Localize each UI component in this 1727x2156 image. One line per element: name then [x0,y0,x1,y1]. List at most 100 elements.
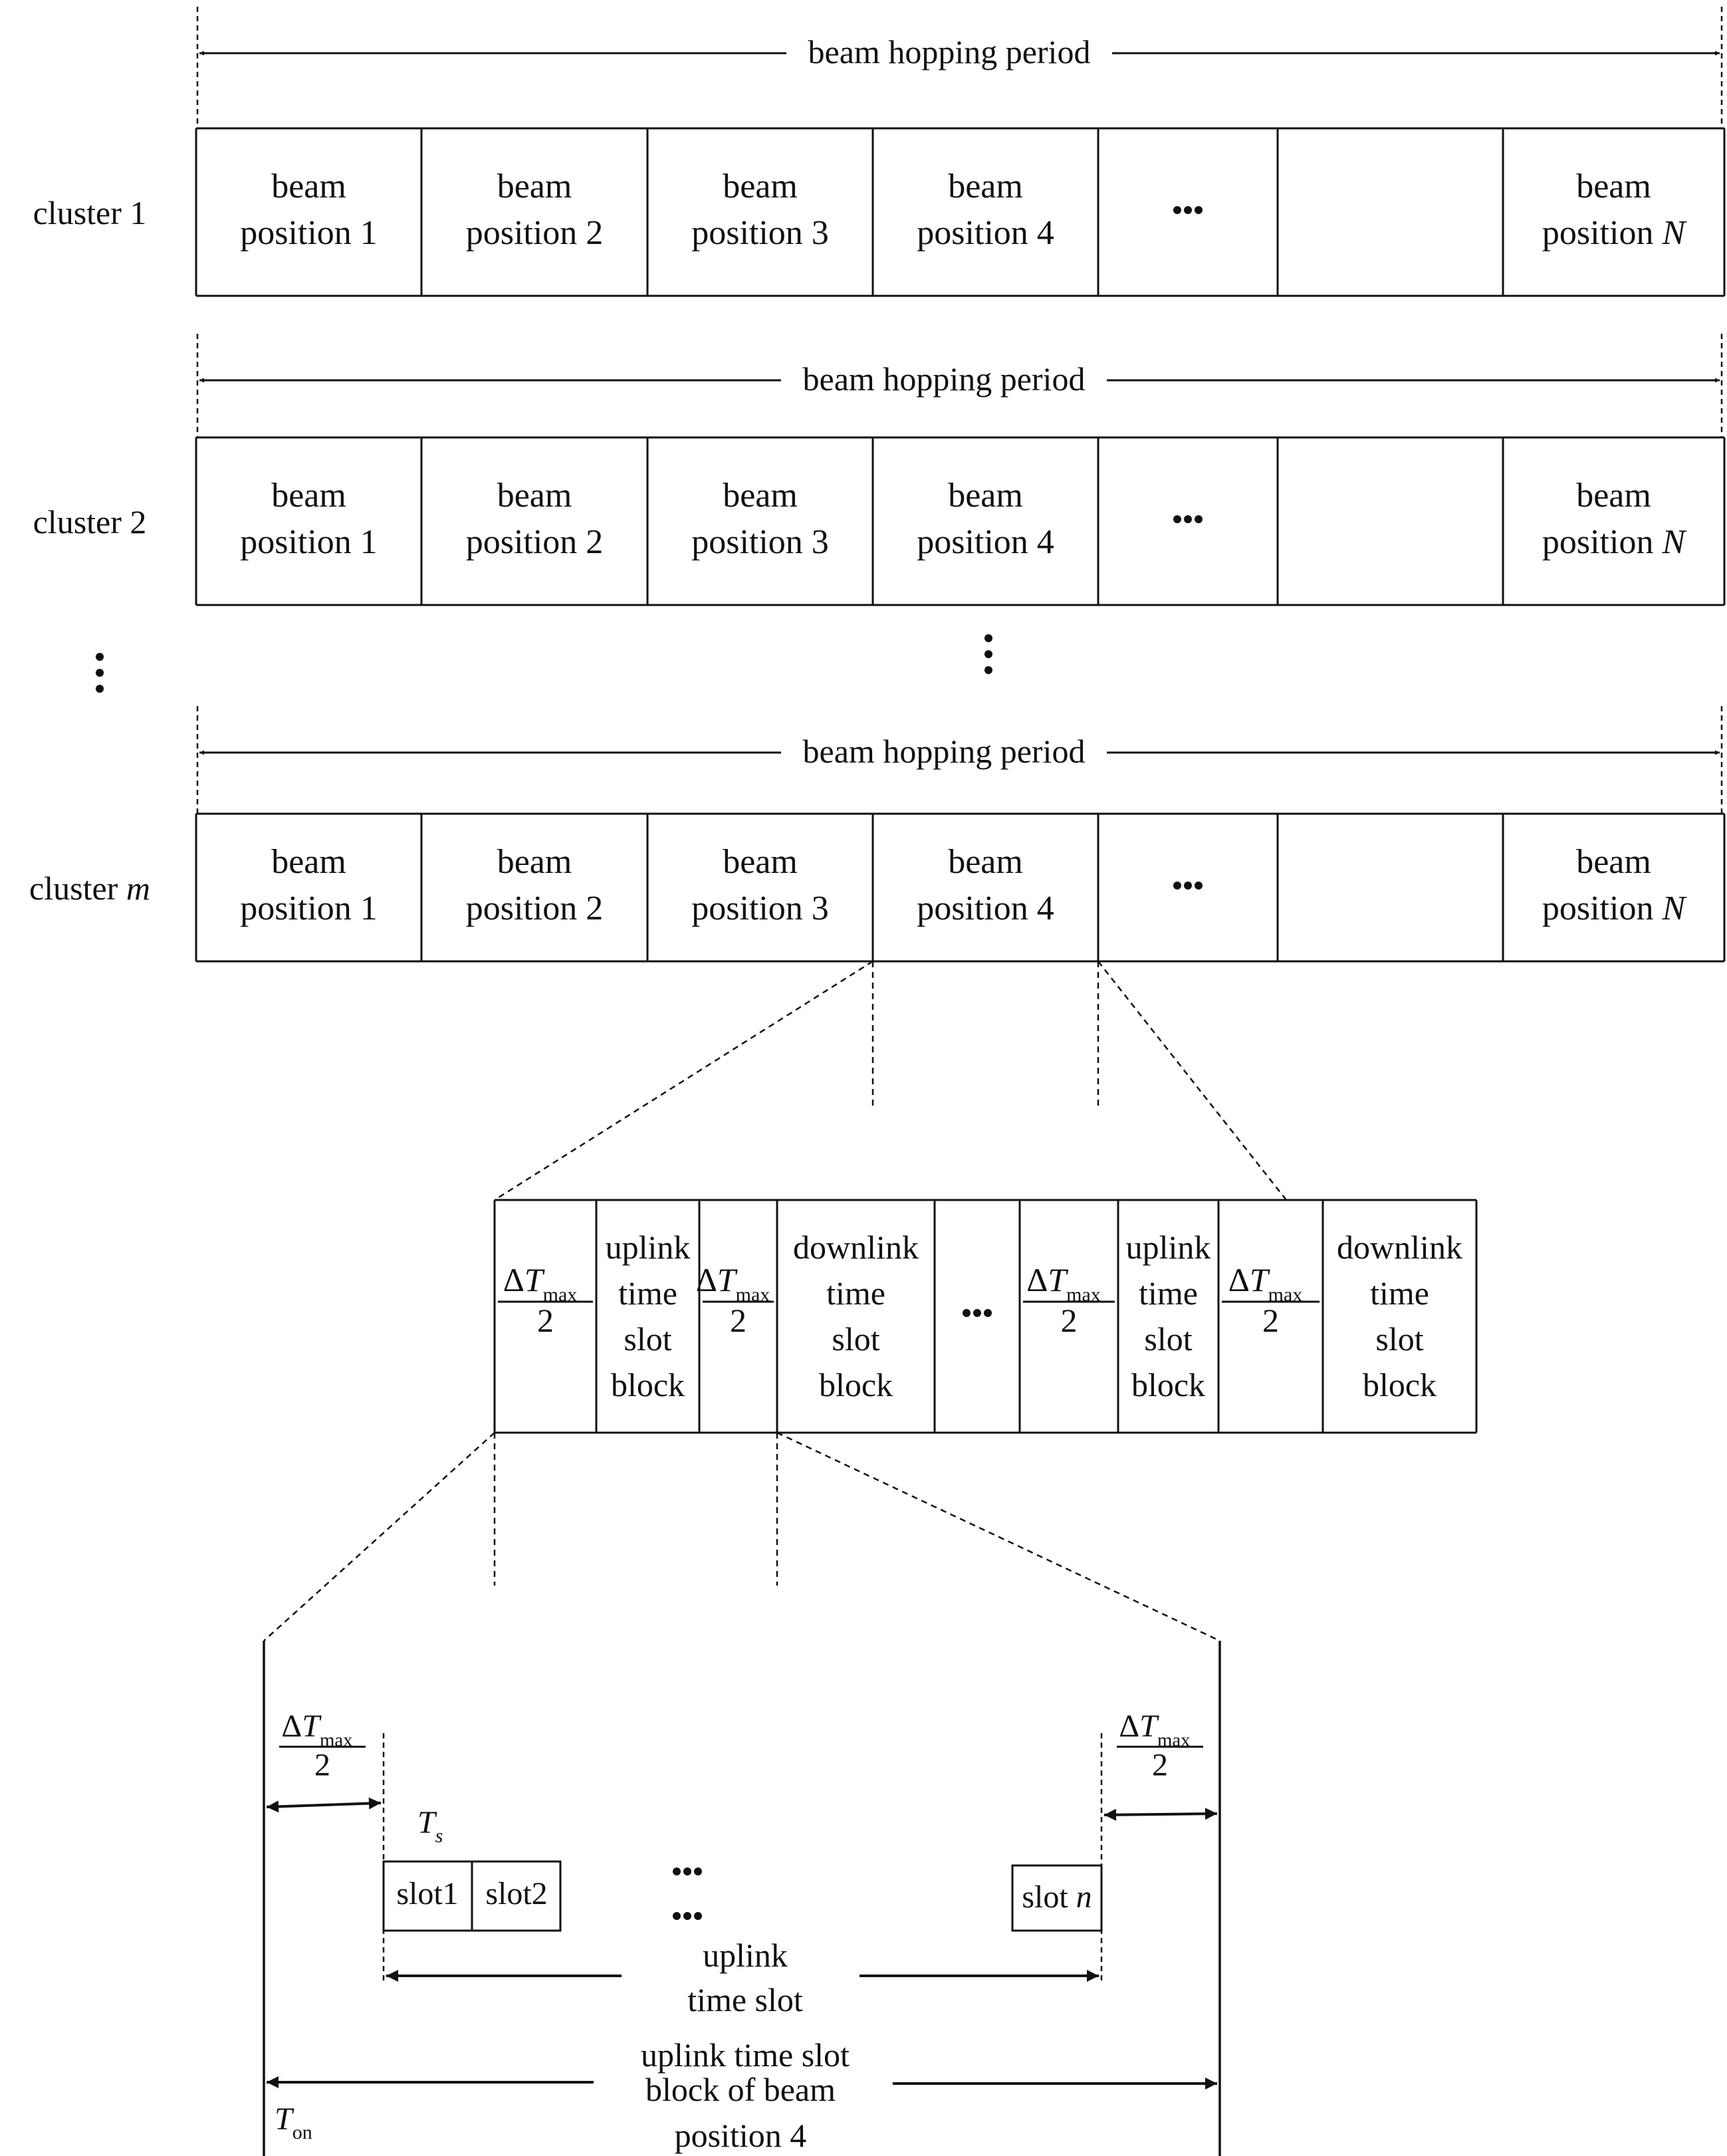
position-label-text: position 3 [691,890,829,927]
position-label-text: position 1 [240,890,378,927]
block-line: time [1139,1274,1198,1312]
slot-n-box [1011,1864,1103,1932]
ellipsis-dot [673,1912,681,1920]
frame-row: ΔTmax2uplinktimeslotblockΔTmax2downlinkt… [493,1199,1478,1434]
beam-word: beam [948,843,1023,881]
position-label-text: position 1 [240,523,378,561]
ellipsis-dot [1195,515,1203,523]
ton-t: T [275,2101,294,2137]
block-line: downlink [1337,1229,1462,1266]
block-line: block [819,1366,893,1403]
delta-symbol: Δ [1119,1709,1139,1744]
position-label: position 4 [917,523,1054,561]
position-label-var: N [1661,523,1687,561]
beam-position-1: beam position 1 [240,843,378,927]
position-label-text: position 4 [917,890,1054,927]
ellipsis-dot [1195,206,1203,214]
delta-t: T [1250,1261,1270,1298]
beam-position-row: beam position 1 beam position 2 beam position… [195,436,1726,606]
position-label-text: position 4 [917,523,1054,561]
cluster-row-2: beam hopping period cluster 2 beam position… [33,334,1726,606]
position-label: position 4 [917,214,1054,252]
cluster-label: cluster 1 [33,194,147,231]
slot1-label: slot1 [396,1876,458,1911]
cluster-label: cluster 2 [33,503,147,540]
block-line: slot [1144,1320,1192,1358]
period-label: beam hopping period [803,733,1086,770]
zoom1-right-diagonal [1097,961,1287,1201]
beam-position-4: beam position 4 [917,843,1054,927]
beam-word: beam [271,477,346,515]
position-label: position 4 [917,890,1054,927]
ts-label: Ts [417,1805,443,1847]
ts-t: T [417,1805,437,1840]
delta-t: T [717,1261,738,1298]
beam-word: beam [1576,477,1651,515]
block-line: block [1363,1366,1437,1403]
block-line: time [618,1274,677,1312]
ellipsis-dot [1195,882,1203,890]
period-label: beam hopping period [803,360,1086,398]
position-label-text: position 2 [466,214,604,252]
fraction-denominator: 2 [314,1748,330,1783]
delta-t-max: ΔTmax [1228,1261,1303,1306]
beam-word: beam [1576,168,1651,205]
guard-left-arrow [266,1797,382,1813]
block-line: uplink [606,1229,691,1266]
delta-symbol: Δ [1228,1261,1250,1298]
delta-t: T [302,1709,322,1744]
slot-n-label-var: n [1076,1879,1092,1915]
position-label: position N [1542,523,1688,561]
beam-word: beam [271,843,346,881]
delta-t-max: ΔTmax [281,1709,353,1750]
delta-t-max: ΔTmax [1026,1261,1101,1306]
position-label-text: position 1 [240,214,378,252]
period-label: beam hopping period [808,33,1091,70]
ellipsis-dot [1173,882,1181,890]
beam-word: beam [723,168,798,205]
beam-word: beam [948,477,1023,515]
block-line: slot [624,1320,671,1358]
position-label-text: position [1542,890,1663,927]
fraction-denominator: 2 [1061,1302,1078,1339]
delta-symbol: Δ [503,1261,524,1298]
position-label: position 3 [691,214,829,252]
block-label-line3: position 4 [675,2117,807,2154]
beam-word: beam [723,843,798,881]
beam-word: beam [497,477,572,515]
delta-symbol: Δ [1026,1261,1048,1298]
block-line: slot [832,1320,879,1358]
position-label: position 1 [240,214,378,252]
delta-symbol: Δ [696,1261,717,1298]
position-label: position 3 [691,523,829,561]
slot2-label: slot2 [485,1876,547,1911]
zoom2-left-diagonal [263,1432,495,1641]
ellipsis-dot [96,669,104,677]
ellipsis-dot [1173,206,1181,214]
slot-ellipsis-top [673,1867,702,1875]
delta-t: T [524,1261,545,1298]
ellipsis-dot [1173,515,1181,523]
ellipsis-dot [1184,515,1192,523]
ellipsis-dot [673,1867,681,1875]
position-label-text: position 2 [466,523,604,561]
cluster-label-text: cluster 2 [33,503,147,540]
ellipsis-dot [1184,882,1192,890]
block-line: downlink [793,1229,919,1266]
block-line: block [1131,1366,1205,1403]
ellipsis-dot [683,1867,691,1875]
